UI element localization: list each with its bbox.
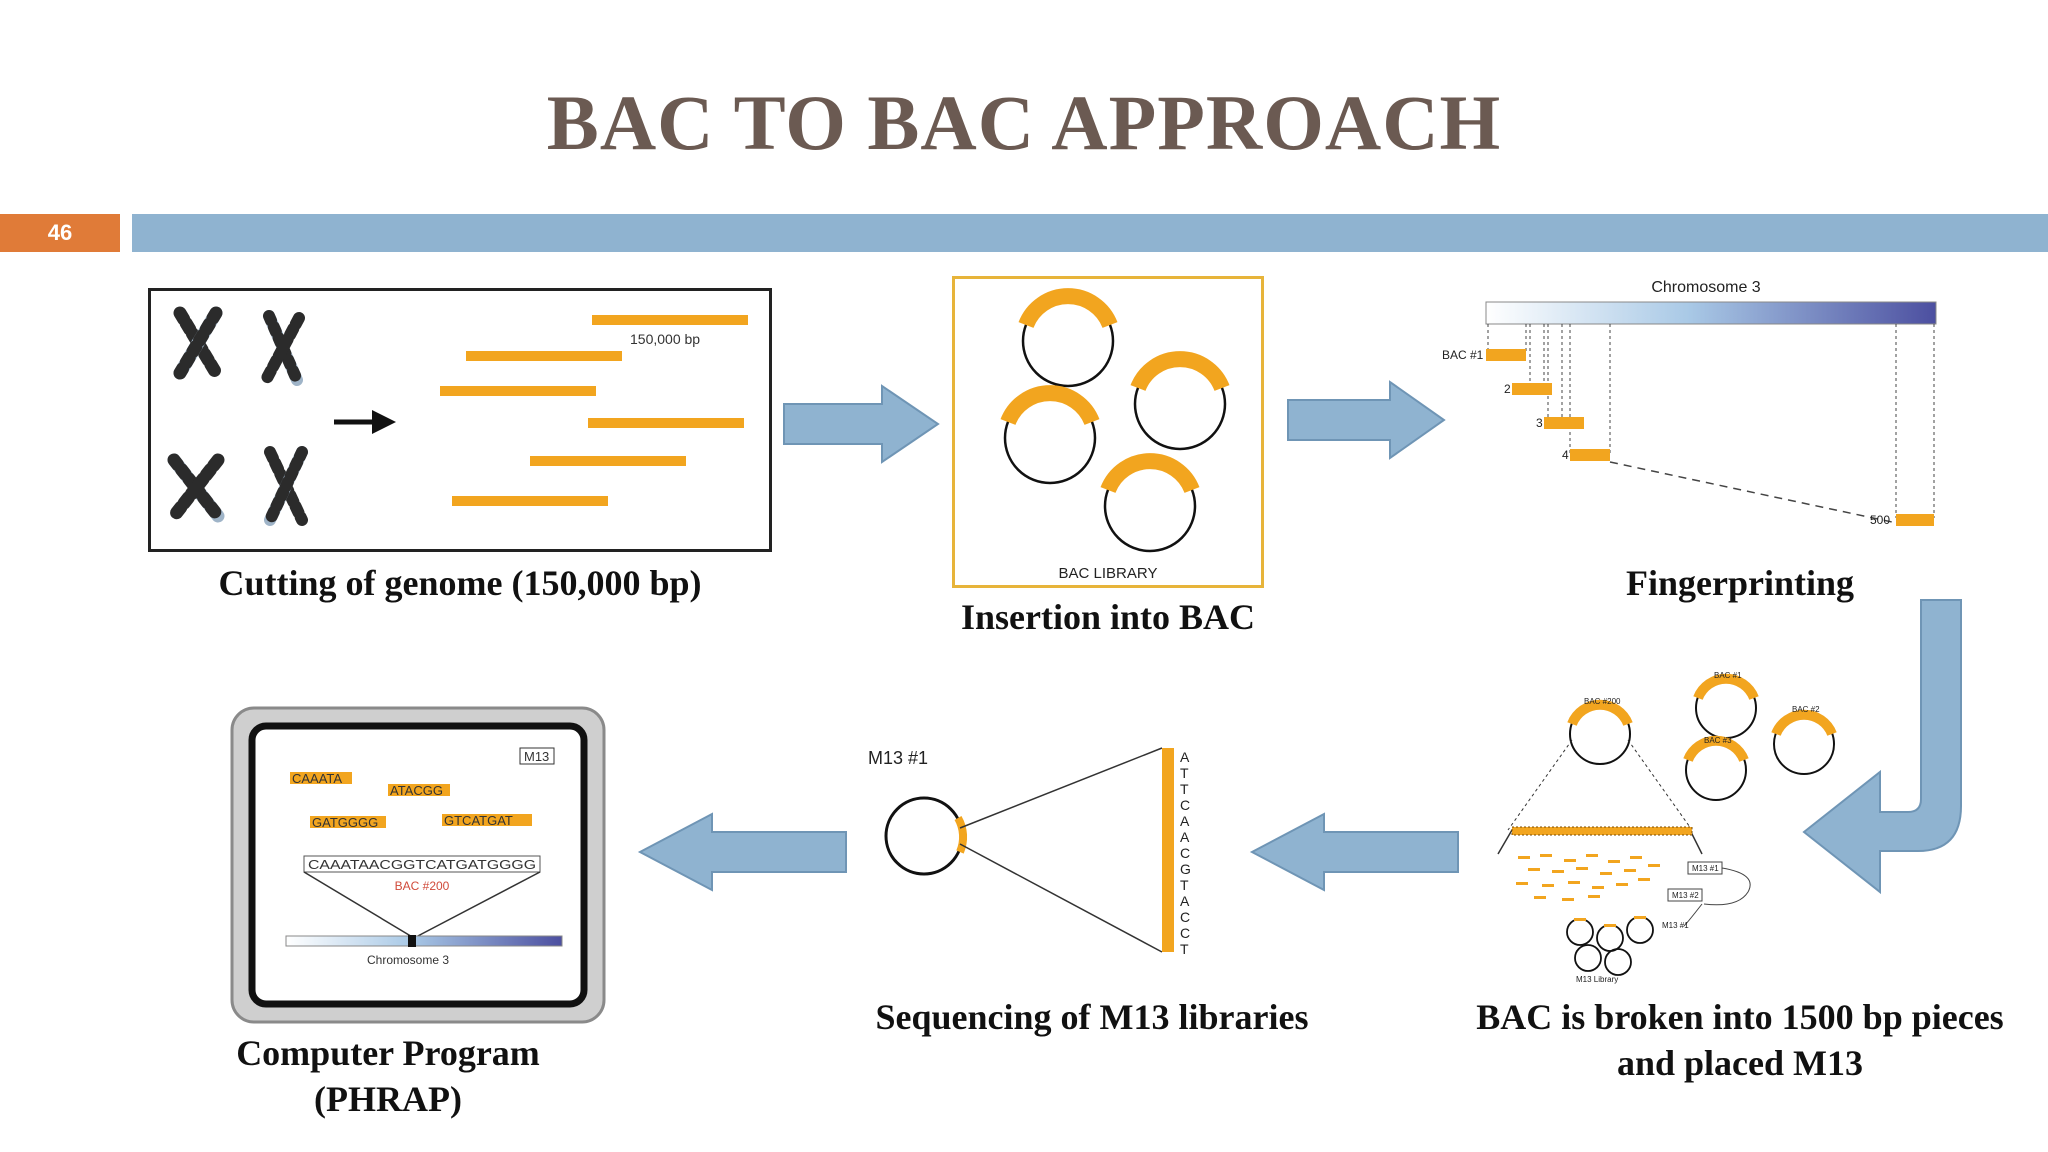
svg-text:A: A [1180, 813, 1190, 829]
svg-text:C: C [1180, 909, 1190, 925]
bac-1-small-label: BAC #1 [1714, 671, 1742, 680]
svg-text:T: T [1180, 781, 1189, 797]
flow-arrow-right-1 [783, 384, 940, 464]
bac-2-label: 2 [1504, 382, 1511, 396]
bac-pieces [1516, 854, 1660, 901]
slide-number: 46 [0, 214, 120, 252]
bac-striped-bar [1511, 826, 1693, 836]
fragment-1: CAAATA [292, 771, 342, 786]
computer-chromosome-bar [285, 935, 563, 947]
bac-200-small-label: BAC #200 [1584, 697, 1621, 706]
svg-text:C: C [1180, 845, 1190, 861]
cutting-panel: 150,000 bp [148, 288, 772, 552]
fp-chromosome-bar [1485, 301, 1937, 325]
chromosomes-illustration [167, 306, 308, 526]
fragment-4: GTCATGAT [444, 813, 513, 828]
fingerprinting-panel: Chromosome 3 BAC #1 2 3 4 500 [1442, 279, 1937, 527]
fragment-size-label: 150,000 bp [630, 331, 700, 347]
bac-200-label: BAC #200 [395, 879, 450, 893]
bac-500-label: 500 [1870, 513, 1890, 527]
svg-text:A: A [1180, 893, 1190, 909]
svg-text:T: T [1180, 941, 1189, 957]
insertion-caption: Insertion into BAC [960, 597, 1256, 637]
slide-title: BAC TO BAC APPROACH [546, 79, 1502, 166]
bac-contig-bars [1486, 349, 1934, 526]
flow-arrow-right-2 [1287, 380, 1446, 460]
computer-caption-line1: Computer Program [236, 1033, 540, 1073]
bac-3-small-label: BAC #3 [1704, 736, 1732, 745]
svg-text:G: G [1180, 861, 1191, 877]
bac-library-label: BAC LIBRARY [1059, 565, 1158, 582]
flow-arrow-left-2 [637, 812, 847, 892]
bac-library-panel: BAC LIBRARY [952, 276, 1264, 588]
m13-1b-small-label: M13 #1 [1662, 921, 1689, 930]
svg-text:A: A [1180, 749, 1190, 765]
fragment-2: ATACGG [390, 783, 443, 798]
svg-text:C: C [1180, 797, 1190, 813]
computer-panel: M13 CAAATA ATACGG GATGGGG GTCATGAT CAAAT… [230, 706, 606, 1024]
bac-2-small-label: BAC #2 [1792, 705, 1820, 714]
svg-text:T: T [1180, 765, 1189, 781]
sequencing-panel: M13 #1 A T T C A A C G T A C C T [868, 747, 1191, 957]
bac-broken-panel: BAC #200 BAC #1 BAC #3 BAC #2 M13 #1 M13… [1497, 671, 1837, 984]
fragment-3: GATGGGG [312, 815, 378, 830]
m13-label: M13 #1 [868, 748, 928, 768]
bac-4-label: 4 [1562, 448, 1569, 462]
fingerprinting-caption: Fingerprinting [1625, 563, 1854, 603]
svg-text:C: C [1180, 925, 1190, 941]
sequence-letters: A T T C A A C G T A C C T [1180, 749, 1191, 957]
flow-arrow-curved [1802, 599, 1962, 895]
cutting-caption: Cutting of genome (150,000 bp) [218, 563, 702, 603]
svg-text:T: T [1180, 877, 1189, 893]
m13-plasmid [884, 796, 964, 876]
m13-2-small-label: M13 #2 [1672, 891, 1699, 900]
bac-1-label: BAC #1 [1442, 348, 1484, 362]
sequence-bar [1162, 748, 1174, 952]
flow-arrow-left-1 [1249, 812, 1459, 892]
assembled-sequence: CAAATAACGGTCATGATGGGG [308, 857, 536, 872]
svg-text:A: A [1180, 829, 1190, 845]
broken-caption-line2: and placed M13 [1616, 1043, 1864, 1083]
m13-tag: M13 [524, 749, 549, 764]
genome-fragments [440, 315, 748, 506]
broken-caption-line1: BAC is broken into 1500 bp pieces [1476, 997, 2004, 1037]
computer-chromosome-label: Chromosome 3 [367, 953, 449, 967]
computer-caption-line2: (PHRAP) [314, 1079, 462, 1119]
fp-chromosome-label: Chromosome 3 [1651, 279, 1760, 296]
sequencing-caption: Sequencing of M13 libraries [875, 997, 1309, 1037]
m13-library-label: M13 Library [1576, 975, 1618, 984]
bac-plasmids [1000, 288, 1230, 553]
m13-1-small-label: M13 #1 [1692, 864, 1719, 873]
header-bar [132, 214, 2048, 252]
bac-3-label: 3 [1536, 416, 1543, 430]
cut-arrow-icon [334, 410, 396, 434]
